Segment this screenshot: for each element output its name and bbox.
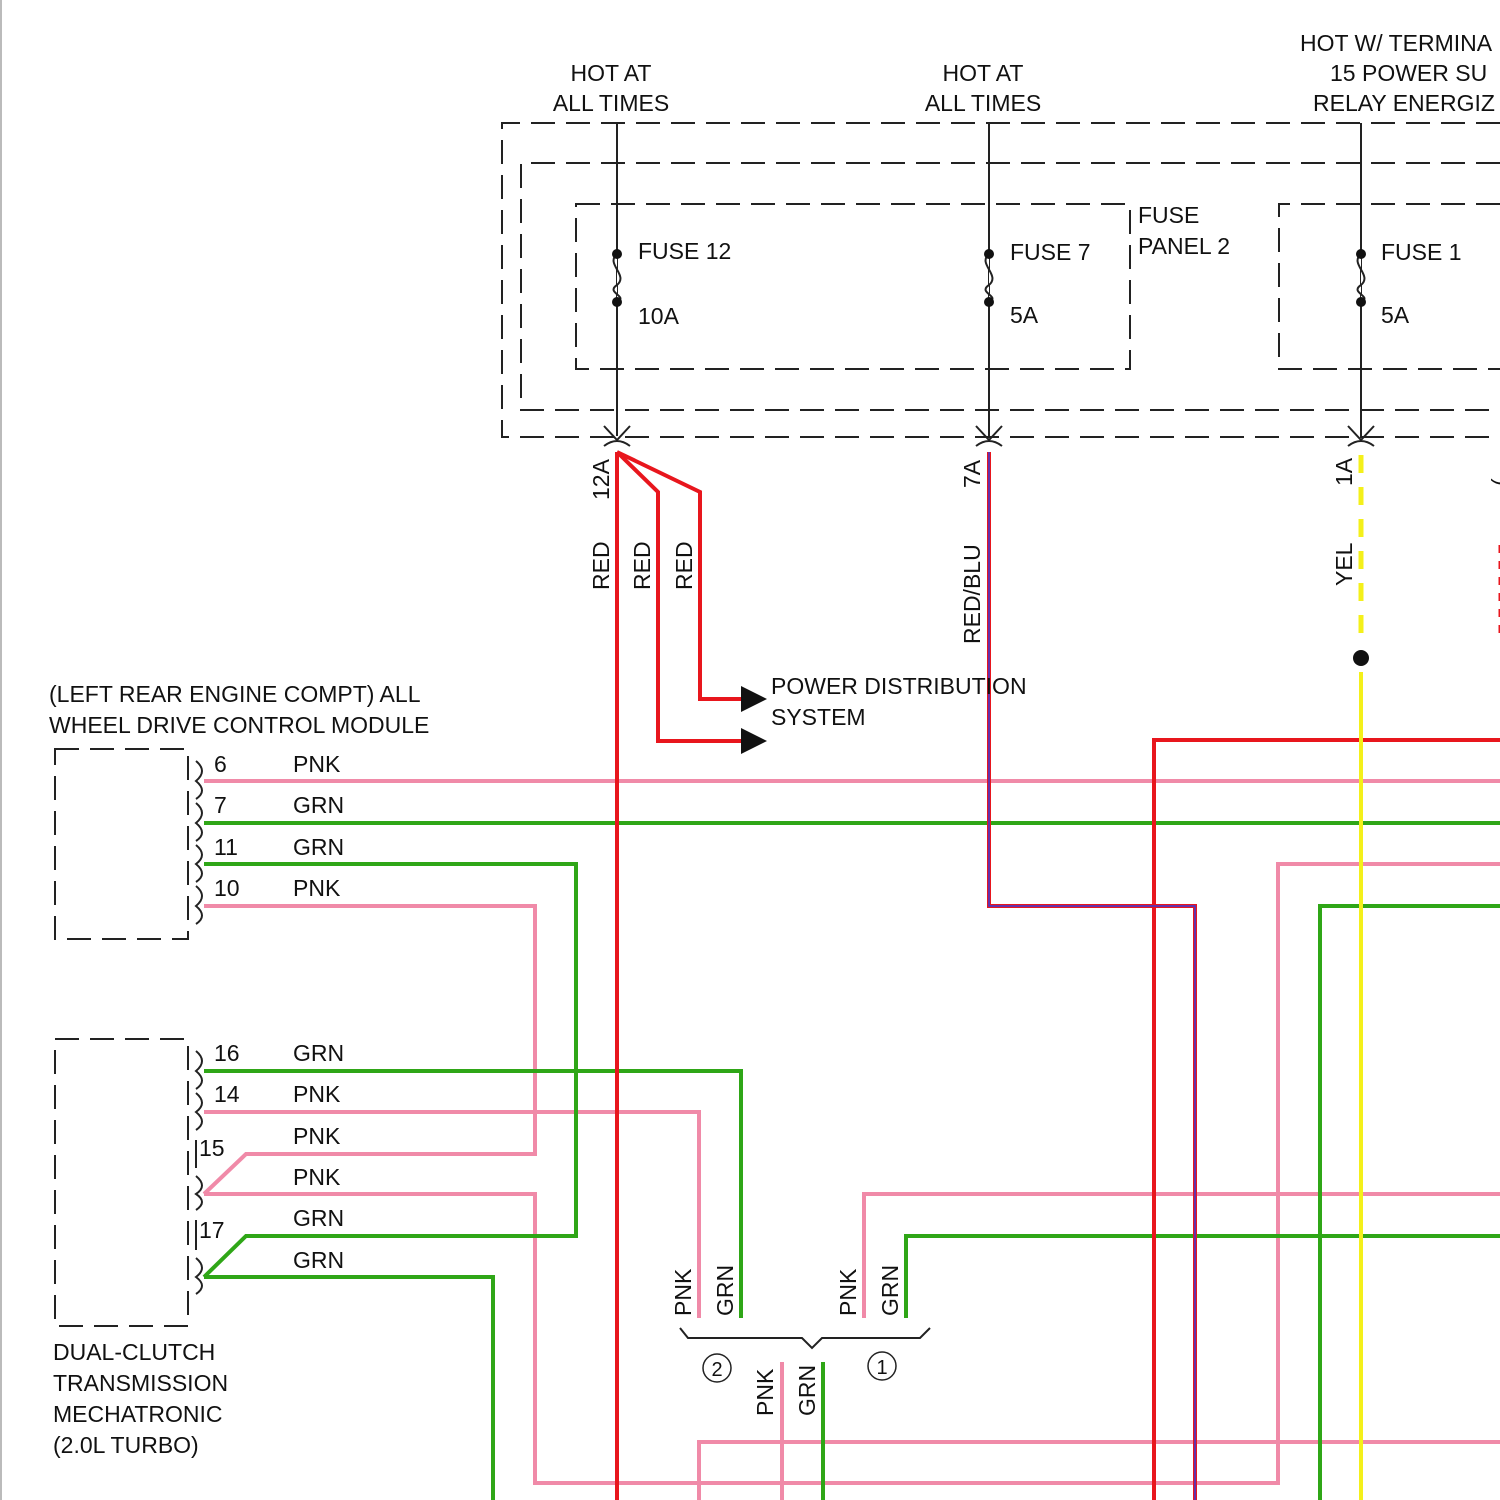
fuse-panel-label-line2: PANEL 2 (1138, 233, 1230, 259)
mech-pin-15: 15 (199, 1135, 225, 1161)
wire-label-red-2: RED (629, 541, 655, 590)
wire-splice1-pnk (864, 1194, 1500, 1318)
mech-pin-14-color: PNK (293, 1081, 341, 1107)
mech-pin17-connector (196, 1258, 202, 1294)
fuse12-symbol (614, 254, 621, 302)
terminal-1a-label: 1A (1331, 457, 1357, 486)
splice-marker-1-label: 1 (876, 1357, 887, 1379)
mech-wire-15b-color: PNK (293, 1164, 341, 1190)
mechatronic-label-line1: DUAL-CLUTCH (53, 1339, 215, 1365)
mech-pin16-connector (196, 1051, 202, 1089)
fuse12-name: FUSE 12 (638, 238, 731, 264)
splice-bracket (680, 1328, 930, 1348)
mech-pin-17: 17 (199, 1217, 225, 1243)
mechatronic-label-line2: TRANSMISSION (53, 1370, 228, 1396)
fuse7-rating: 5A (1010, 302, 1039, 328)
splice-dot-yel (1353, 650, 1369, 666)
awd-pin-11: 11 (214, 834, 238, 860)
mech-wire-15a-color: PNK (293, 1123, 341, 1149)
wire-mech-pin15-pnk-lower (204, 864, 1500, 1483)
wire-mech-pin14-pnk (204, 1112, 699, 1318)
fuse7-name: FUSE 7 (1010, 239, 1091, 265)
wire-label-red-1: RED (588, 541, 614, 590)
awd-pin-6-color: PNK (293, 751, 341, 777)
wire-right-grn (1320, 906, 1500, 1500)
fuse12-terminal-bottom (612, 297, 622, 307)
splice-bottom-pnk-label: PNK (752, 1368, 778, 1416)
mechatronic-label-line4: (2.0L TURBO) (53, 1432, 199, 1458)
fuse12-rating: 10A (638, 303, 680, 329)
power-source-fuse1-line1: HOT W/ TERMINA (1300, 30, 1493, 56)
power-source-fuse12-line2: ALL TIMES (553, 90, 669, 116)
awd-pin11-connector (196, 845, 202, 882)
splice-marker-2-label: 2 (711, 1359, 722, 1381)
power-distribution-label-line2: SYSTEM (771, 704, 866, 730)
awd-module-box (55, 749, 188, 939)
power-source-fuse1-line3: RELAY ENERGIZ (1313, 90, 1495, 116)
awd-pin-6: 6 (214, 751, 227, 777)
awd-pin7-connector (196, 803, 202, 841)
awd-module-label-line2: WHEEL DRIVE CONTROL MODULE (49, 712, 429, 738)
wire-right-red (1154, 740, 1500, 1500)
mechatronic-label-line3: MECHATRONIC (53, 1401, 223, 1427)
splice-left-grn-label: GRN (712, 1265, 738, 1316)
splice-right-grn-label: GRN (877, 1265, 903, 1316)
terminal-7a-label: 7A (959, 459, 985, 488)
awd-pin-11-color: GRN (293, 834, 344, 860)
fuse1-symbol (1358, 254, 1365, 302)
wire-awd-pin10-pnk (204, 906, 535, 1194)
terminal-partial-label: ( (1487, 478, 1500, 486)
wire-mech-pin17-grn-lower (204, 1277, 493, 1500)
mech-wire-17b-color: GRN (293, 1247, 344, 1273)
fuse1-terminal-bottom (1356, 297, 1366, 307)
power-source-fuse1-line2: 15 POWER SU (1330, 60, 1487, 86)
awd-pin-7-color: GRN (293, 792, 344, 818)
awd-pin-10: 10 (214, 875, 240, 901)
fuse-block-outer-box (502, 123, 1500, 437)
fuse1-rating: 5A (1381, 302, 1410, 328)
power-source-fuse7-line2: ALL TIMES (925, 90, 1041, 116)
awd-pin6-connector (196, 761, 202, 799)
fuse1-terminal-top (1356, 249, 1366, 259)
wire-7a-redblu-tracer (989, 452, 1195, 1500)
arrow-power-distribution-1 (741, 686, 767, 712)
fuse1-name: FUSE 1 (1381, 239, 1462, 265)
mech-pin14-connector (196, 1093, 202, 1130)
fuse-panel-label-line1: FUSE (1138, 202, 1199, 228)
power-source-fuse7-line1: HOT AT (943, 60, 1024, 86)
awd-pin-7: 7 (214, 792, 227, 818)
wire-label-redblu: RED/BLU (959, 544, 985, 644)
fuse-1-box (1279, 204, 1500, 369)
wire-7a-redblu (989, 452, 1195, 1500)
mechatronic-box (55, 1039, 188, 1326)
awd-pin10-connector (196, 886, 202, 924)
splice-left-pnk-label: PNK (670, 1268, 696, 1316)
fuse-panel-2-box (576, 204, 1130, 369)
arrow-power-distribution-2 (741, 728, 767, 754)
splice-bottom-grn-label: GRN (794, 1365, 820, 1416)
awd-module-label-line1: (LEFT REAR ENGINE COMPT) ALL (49, 681, 421, 707)
mech-wire-17a-color: GRN (293, 1205, 344, 1231)
splice-right-pnk-label: PNK (835, 1268, 861, 1316)
awd-pin-10-color: PNK (293, 875, 341, 901)
power-distribution-label-line1: POWER DISTRIBUTION (771, 673, 1027, 699)
fuse7-terminal-top (984, 249, 994, 259)
wire-bottom-pnk (699, 1442, 1500, 1500)
power-source-fuse12-line1: HOT AT (571, 60, 652, 86)
terminal-12a-label: 12A (588, 458, 614, 500)
wire-label-yel: YEL (1331, 542, 1357, 586)
mech-pin-14: 14 (214, 1081, 240, 1107)
wire-label-red-3: RED (671, 541, 697, 590)
wire-splice1-grn (906, 1236, 1500, 1318)
fuse7-terminal-bottom (984, 297, 994, 307)
fuse7-symbol (986, 254, 993, 302)
mech-pin-16-color: GRN (293, 1040, 344, 1066)
mech-pin-16: 16 (214, 1040, 240, 1066)
fuse-block-inner-box (521, 163, 1500, 410)
fuse12-terminal-top (612, 249, 622, 259)
mech-pin15-connector (196, 1176, 202, 1210)
